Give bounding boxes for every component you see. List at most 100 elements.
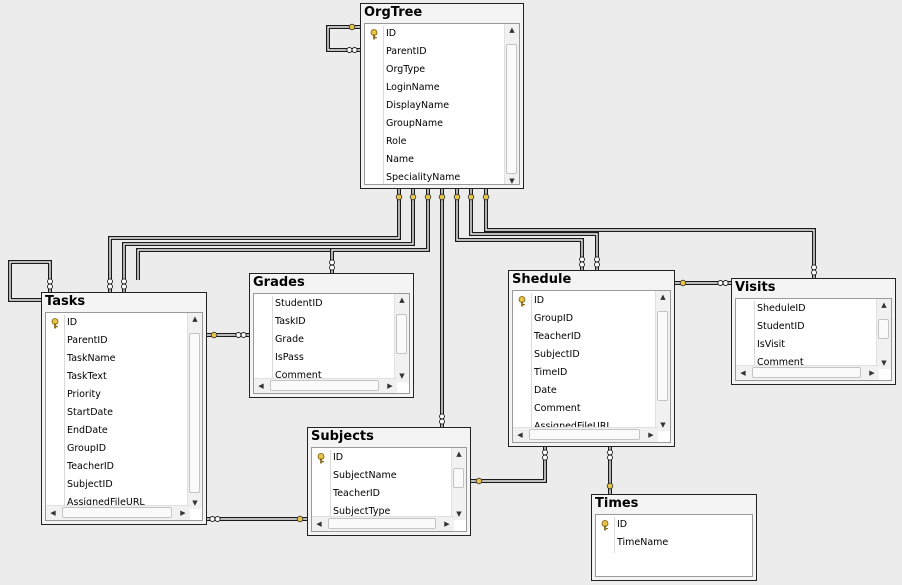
vertical-scrollbar[interactable]: ▲▼	[394, 294, 409, 382]
relationship-connector[interactable]	[122, 189, 415, 292]
column-row[interactable]: Comment	[736, 355, 879, 373]
column-row[interactable]: Name	[365, 152, 507, 170]
vertical-scrollbar[interactable]: ▲▼	[187, 313, 202, 509]
vertical-scrollbar[interactable]: ▲▼	[504, 24, 519, 185]
relationship-connector[interactable]	[136, 189, 430, 280]
scroll-up-icon[interactable]: ▲	[509, 26, 515, 34]
scroll-thumb[interactable]	[270, 380, 379, 391]
column-row[interactable]: IsVisit	[736, 337, 879, 355]
scroll-thumb[interactable]	[62, 507, 172, 518]
scroll-thumb[interactable]	[878, 319, 889, 339]
column-row[interactable]: StudentID	[254, 296, 397, 314]
column-row[interactable]: ID	[365, 26, 507, 44]
column-row[interactable]: TaskID	[254, 314, 397, 332]
scroll-down-icon[interactable]: ▼	[509, 177, 515, 185]
column-row[interactable]: Role	[365, 134, 507, 152]
scroll-up-icon[interactable]: ▲	[660, 293, 666, 301]
column-row[interactable]: TaskName	[46, 351, 190, 369]
scroll-thumb[interactable]	[752, 367, 861, 378]
column-row[interactable]: StudentID	[736, 319, 879, 337]
column-row[interactable]: Comment	[513, 401, 658, 419]
relationship-connector[interactable]	[108, 189, 401, 292]
column-row[interactable]: ID	[46, 315, 190, 333]
column-row[interactable]: SheduleID	[736, 301, 879, 319]
relationship-connector[interactable]	[455, 189, 584, 270]
scroll-down-icon[interactable]: ▼	[660, 421, 666, 429]
scroll-thumb[interactable]	[657, 311, 668, 401]
column-row[interactable]: TeacherID	[513, 329, 658, 347]
scroll-left-icon[interactable]: ◀	[740, 369, 746, 377]
scroll-thumb[interactable]	[189, 333, 200, 493]
column-row[interactable]: TeacherID	[46, 459, 190, 477]
horizontal-scrollbar[interactable]: ◀▶	[312, 516, 454, 531]
column-row[interactable]: OrgType	[365, 62, 507, 80]
vertical-scrollbar[interactable]: ▲▼	[876, 299, 891, 369]
scroll-up-icon[interactable]: ▲	[456, 450, 462, 458]
column-row[interactable]: Priority	[46, 387, 190, 405]
column-row[interactable]: SubjectType	[312, 504, 454, 522]
relationship-connector[interactable]	[326, 25, 360, 52]
column-row[interactable]: Date	[513, 383, 658, 401]
scroll-up-icon[interactable]: ▲	[399, 296, 405, 304]
column-row[interactable]: LoginName	[365, 80, 507, 98]
column-row[interactable]: SubjectName	[312, 468, 454, 486]
scroll-thumb[interactable]	[396, 314, 407, 354]
horizontal-scrollbar[interactable]: ◀▶	[513, 427, 658, 442]
scroll-left-icon[interactable]: ◀	[316, 520, 322, 528]
column-row[interactable]: ParentID	[46, 333, 190, 351]
scroll-thumb[interactable]	[453, 468, 464, 488]
column-row[interactable]: Comment	[254, 368, 397, 386]
column-row[interactable]: SubjectID	[46, 477, 190, 495]
column-row[interactable]: GroupID	[46, 441, 190, 459]
horizontal-scrollbar[interactable]: ◀▶	[254, 378, 397, 393]
scroll-down-icon[interactable]: ▼	[881, 359, 887, 367]
relationship-connector[interactable]	[8, 260, 52, 302]
column-row[interactable]: Grade	[254, 332, 397, 350]
scroll-thumb[interactable]	[506, 44, 517, 174]
relationship-connector[interactable]	[471, 447, 547, 483]
column-row[interactable]: StartDate	[46, 405, 190, 423]
column-row[interactable]: GroupName	[365, 116, 507, 134]
scroll-left-icon[interactable]: ◀	[258, 382, 264, 390]
vertical-scrollbar[interactable]: ▲▼	[451, 448, 466, 520]
scroll-thumb[interactable]	[529, 429, 640, 440]
horizontal-scrollbar[interactable]: ◀▶	[46, 505, 190, 520]
scroll-down-icon[interactable]: ▼	[399, 372, 405, 380]
column-row[interactable]: TeacherID	[312, 486, 454, 504]
scroll-up-icon[interactable]: ▲	[192, 315, 198, 323]
column-row[interactable]: ID	[513, 293, 658, 311]
scroll-right-icon[interactable]: ▶	[648, 431, 654, 439]
vertical-scrollbar[interactable]: ▲▼	[655, 291, 670, 431]
scroll-down-icon[interactable]: ▼	[456, 510, 462, 518]
scroll-right-icon[interactable]: ▶	[869, 369, 875, 377]
relationship-connector[interactable]	[484, 189, 816, 278]
column-row[interactable]: SpecialityName	[365, 170, 507, 184]
column-row[interactable]: TimeID	[513, 365, 658, 383]
column-row[interactable]: TaskText	[46, 369, 190, 387]
column-row[interactable]: AssignedFileURL	[46, 495, 190, 513]
column-row[interactable]: ID	[596, 517, 752, 535]
scroll-right-icon[interactable]: ▶	[444, 520, 450, 528]
relationship-connector[interactable]	[469, 189, 599, 270]
column-row[interactable]: ID	[312, 450, 454, 468]
scroll-down-icon[interactable]: ▼	[192, 499, 198, 507]
column-row[interactable]: GroupID	[513, 311, 658, 329]
column-row[interactable]: EndDate	[46, 423, 190, 441]
column-row[interactable]: IsPass	[254, 350, 397, 368]
scroll-left-icon[interactable]: ◀	[50, 509, 56, 517]
scroll-up-icon[interactable]: ▲	[881, 301, 887, 309]
scroll-thumb[interactable]	[328, 518, 436, 529]
horizontal-scrollbar[interactable]: ◀▶	[736, 365, 879, 380]
column-row[interactable]: DisplayName	[365, 98, 507, 116]
scroll-right-icon[interactable]: ▶	[387, 382, 393, 390]
scroll-left-icon[interactable]: ◀	[517, 431, 523, 439]
column-row[interactable]: ParentID	[365, 44, 507, 62]
column-row[interactable]: SubjectID	[513, 347, 658, 365]
